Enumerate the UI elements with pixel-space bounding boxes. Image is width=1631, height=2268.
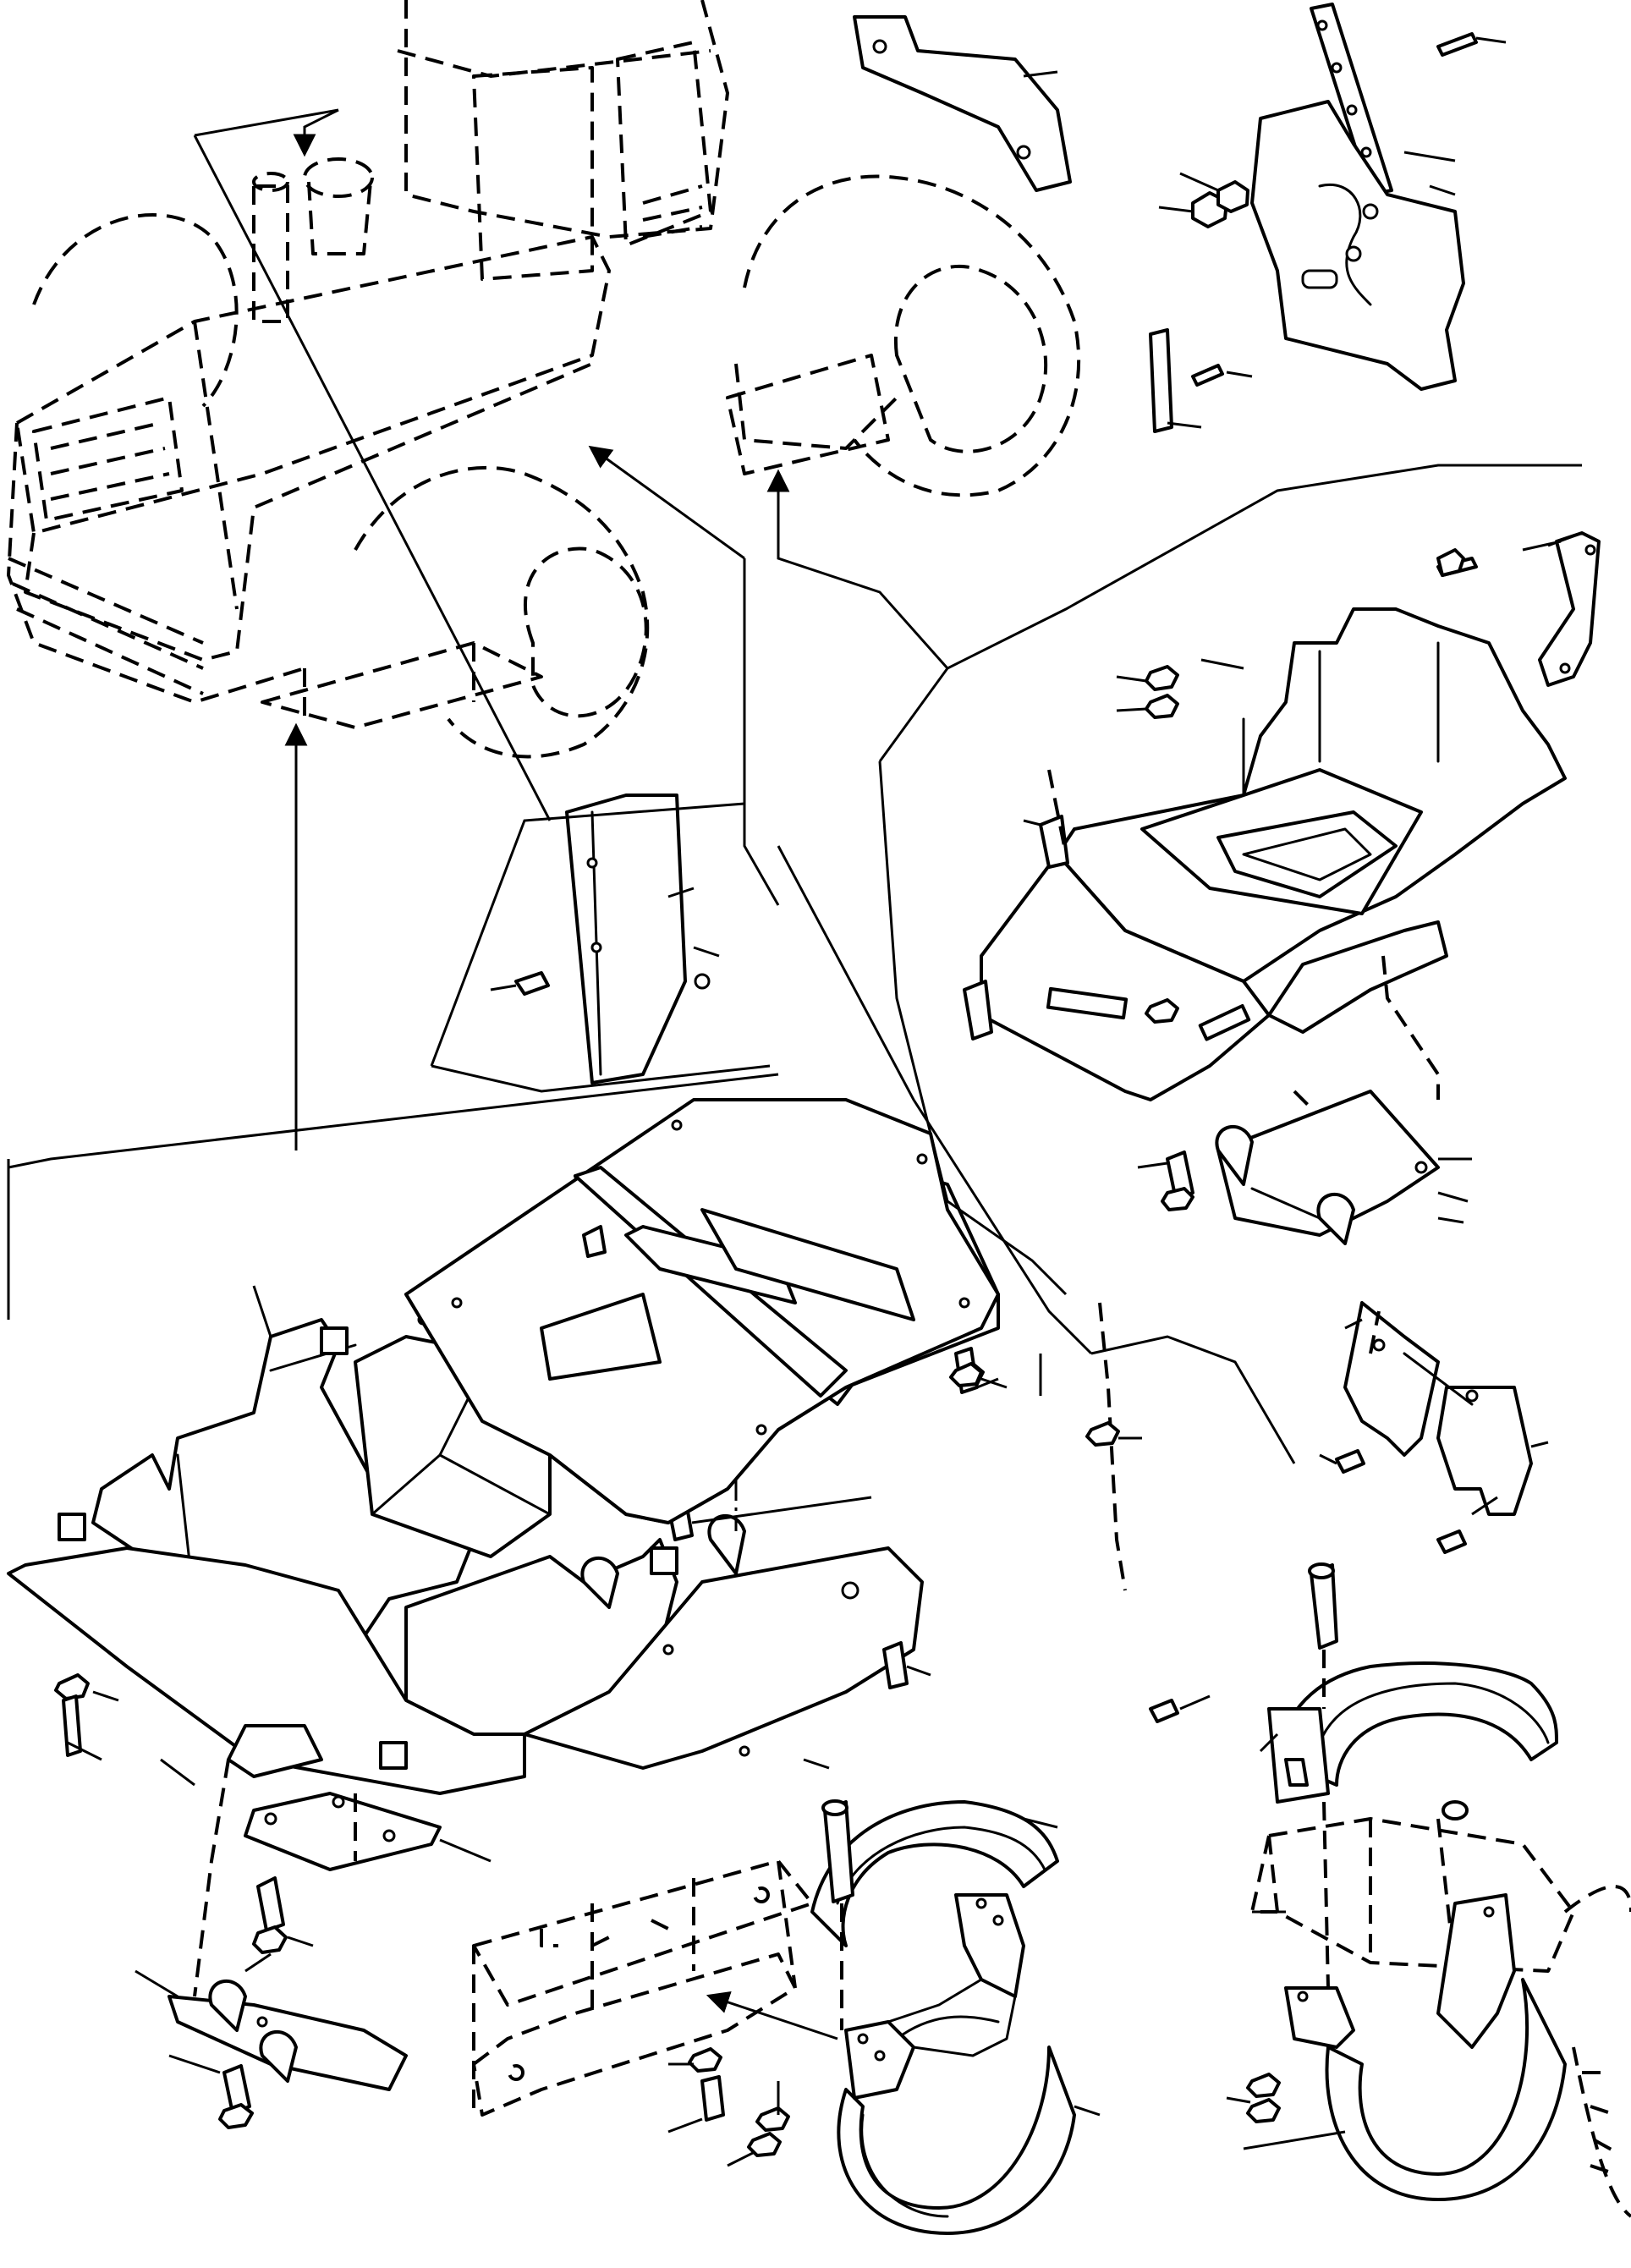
center-vertical-bracket [490, 794, 720, 1085]
right-rear-fender-assembly [1226, 1562, 1631, 2218]
loose-fasteners [949, 998, 1211, 1723]
lower-frame-rail [472, 1859, 814, 2117]
cab-floor-plate [404, 1098, 1000, 1524]
left-rear-fender-assembly [667, 1799, 1101, 2235]
right-mount-bracket [1319, 1301, 1549, 1554]
rear-cover-plate-assembly [1149, 3, 1507, 433]
assembly-leader-lines [7, 108, 1582, 1591]
upper-side-plate [853, 15, 1072, 192]
machine-outline [7, 0, 1081, 759]
right-floor-pan-assembly [963, 531, 1601, 1245]
